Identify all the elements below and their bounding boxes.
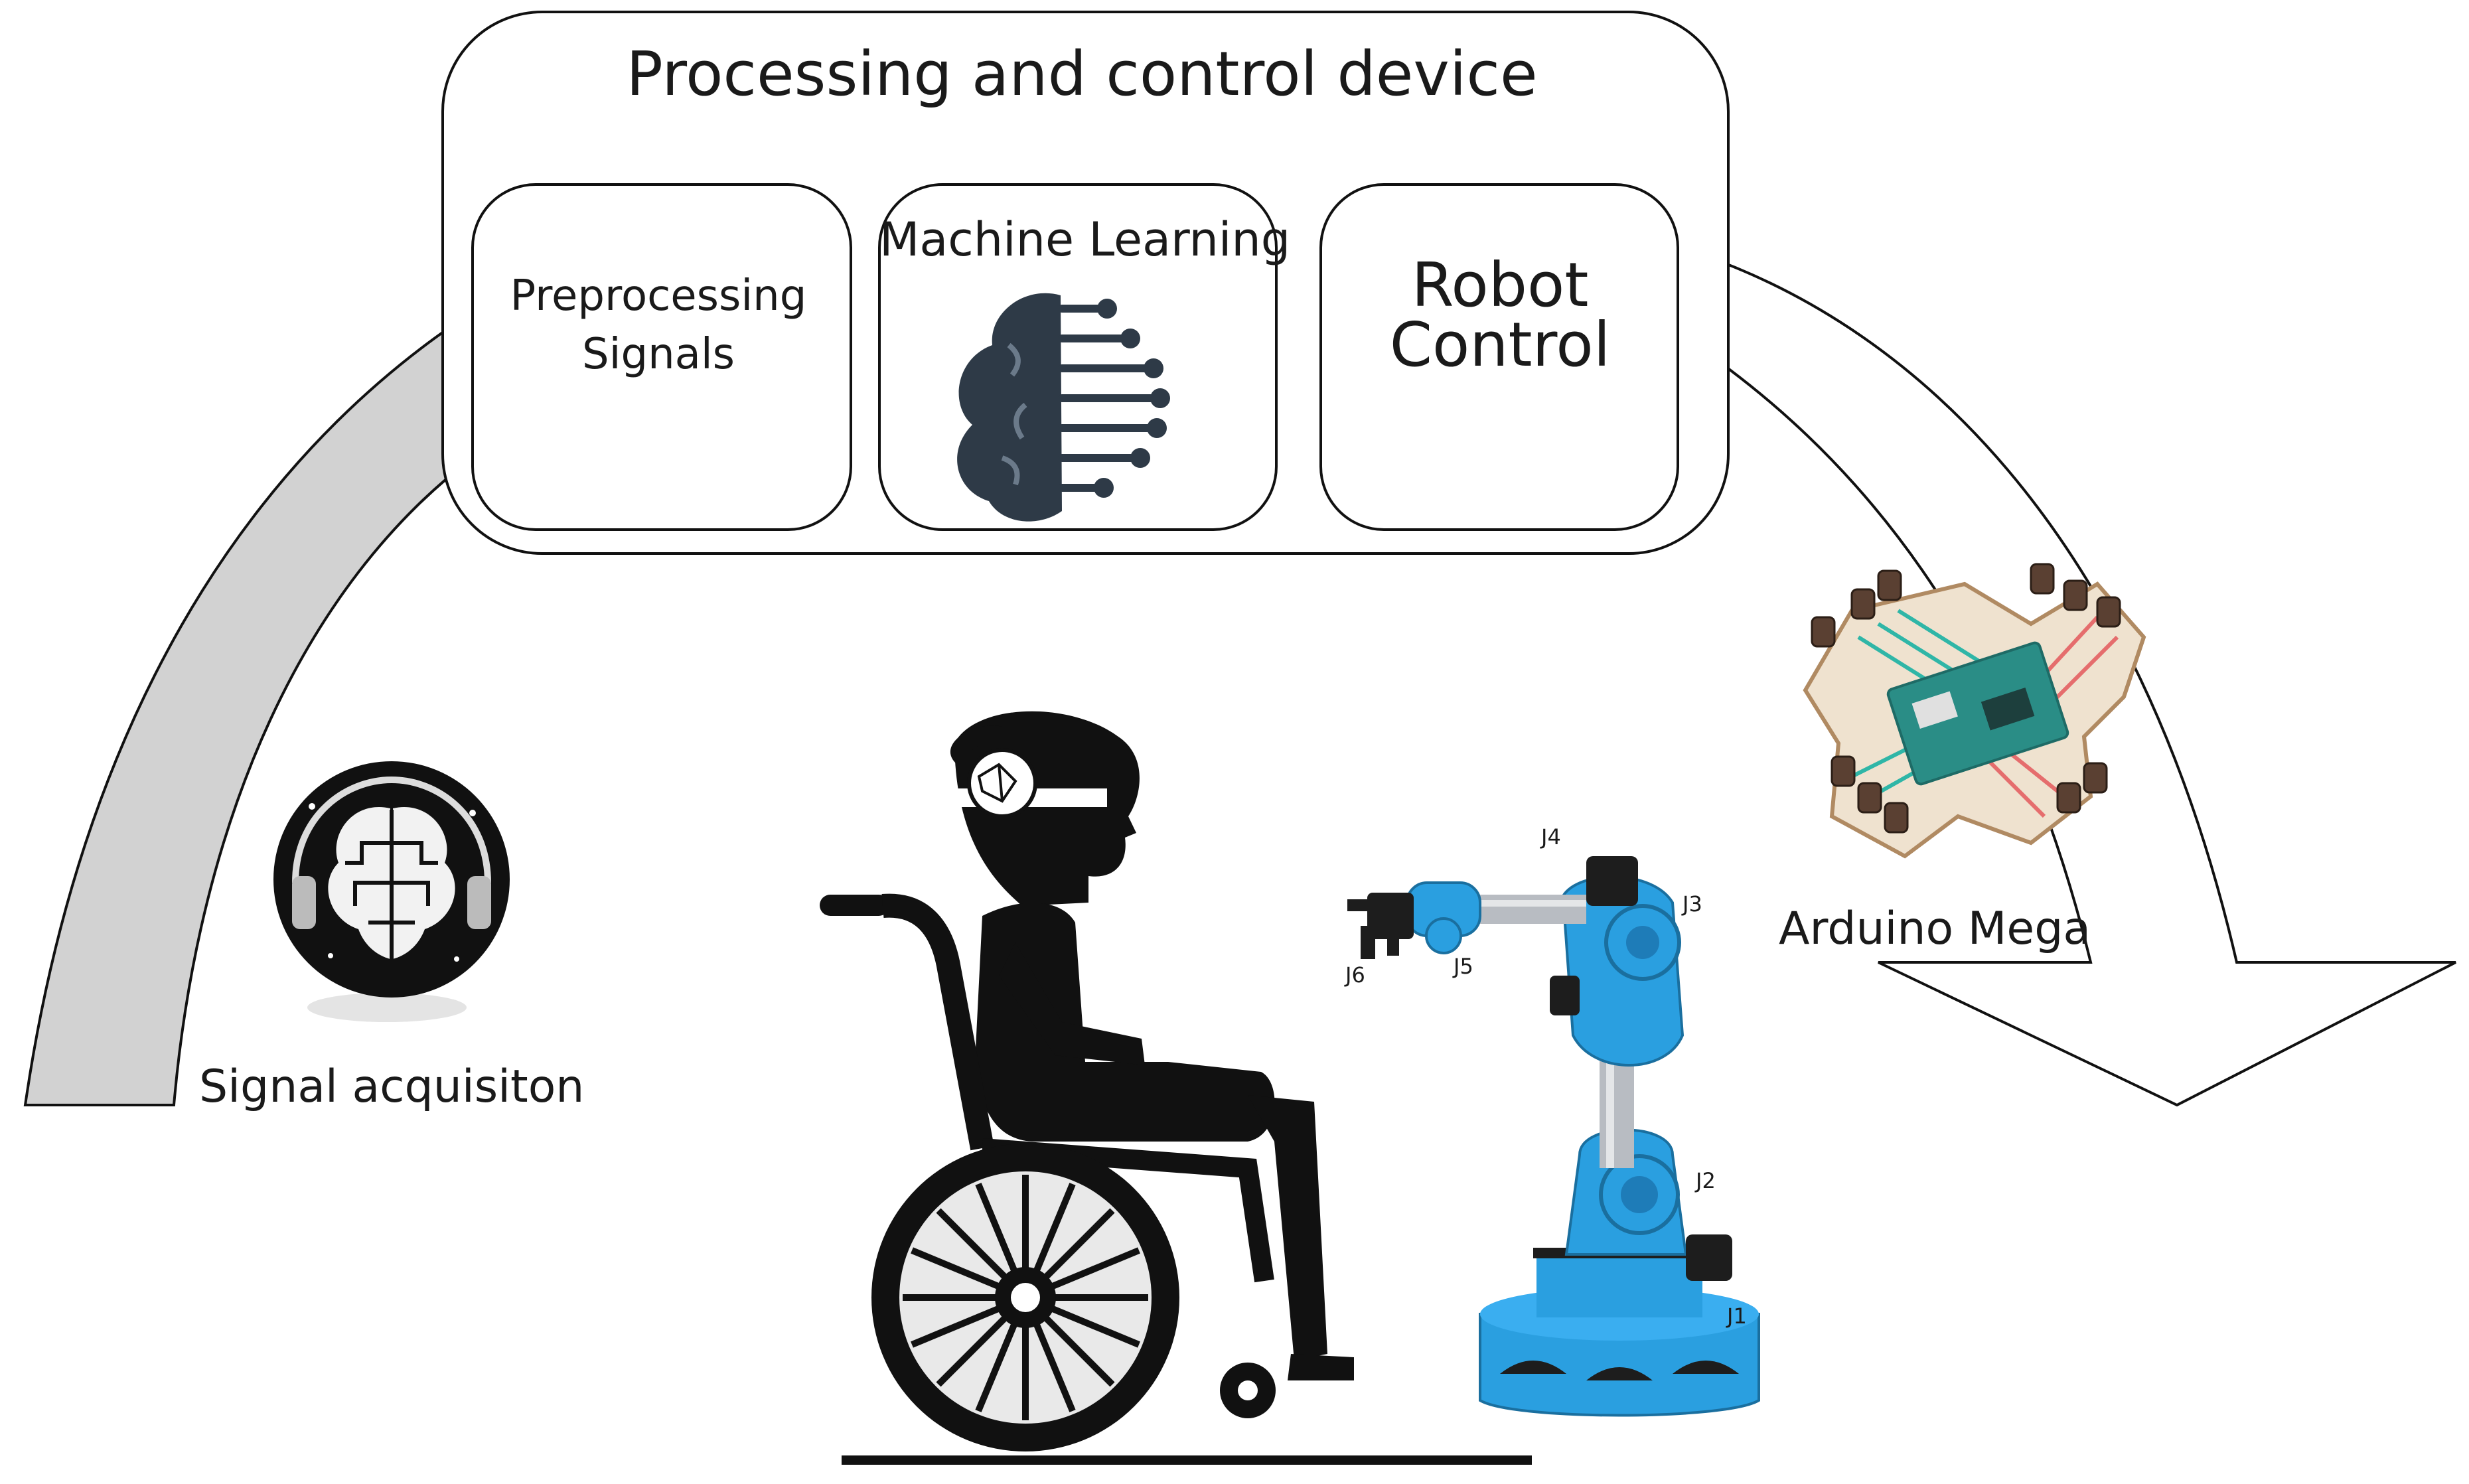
brain-circuit-icon xyxy=(957,293,1170,522)
joint-label-j2: J2 xyxy=(1696,1168,1716,1193)
robot-control-box xyxy=(1319,183,1679,531)
processing-device-title: Processing and control device xyxy=(626,38,1538,110)
joint-label-j4: J4 xyxy=(1541,824,1561,850)
arduino-label: Arduino Mega xyxy=(1779,903,2091,955)
machine-learning-label: Machine Learning xyxy=(879,212,1291,267)
joint-label-j6: J6 xyxy=(1345,962,1365,988)
arduino-board-icon xyxy=(1803,563,2146,859)
preprocessing-box xyxy=(471,183,852,531)
joint-label-j1: J1 xyxy=(1727,1303,1747,1329)
joint-label-j3: J3 xyxy=(1683,891,1702,917)
joint-label-j5: J5 xyxy=(1454,954,1473,979)
wheelchair-user-icon xyxy=(820,711,1532,1465)
eeg-headset-brain-icon xyxy=(273,761,510,1022)
robotic-arm-icon xyxy=(1347,856,1760,1417)
signal-acquisition-label: Signal acquisiton xyxy=(199,1061,585,1113)
robot-control-label: Robot Control xyxy=(1389,250,1611,380)
preprocessing-label: Preprocessing Signals xyxy=(510,271,807,379)
